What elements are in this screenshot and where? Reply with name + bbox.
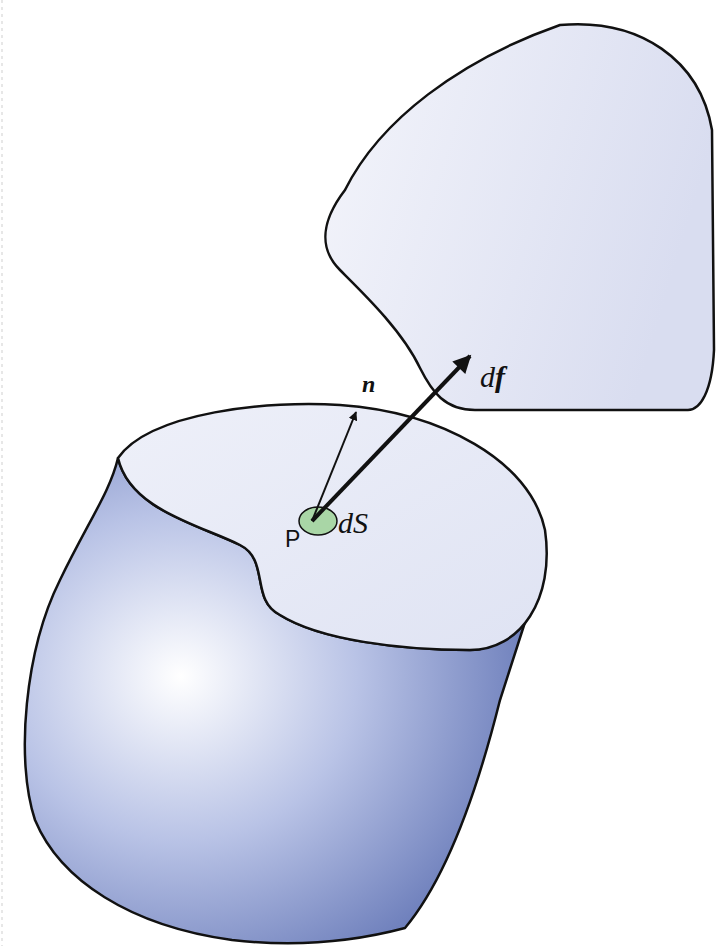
area-element (299, 507, 337, 535)
normal-arrow (312, 412, 356, 521)
point-label: P (285, 528, 300, 551)
edge-mark (2, 0, 3, 946)
vector-label: n (362, 372, 375, 396)
force-arrow (312, 356, 470, 521)
area-label: dS (338, 508, 368, 538)
upper-piece (325, 24, 714, 410)
vector-label: df (480, 362, 505, 392)
cut-surface (118, 404, 547, 650)
